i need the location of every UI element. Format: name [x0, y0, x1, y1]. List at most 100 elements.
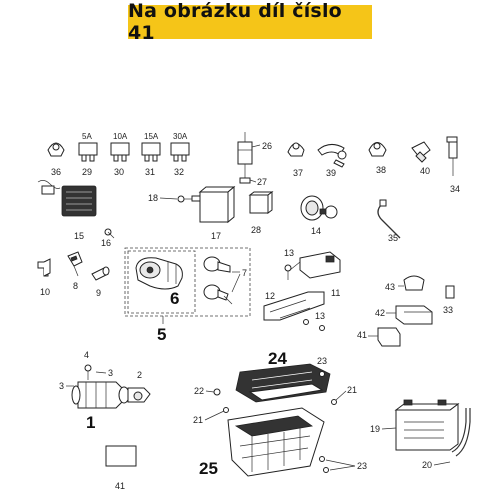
label-38: 38 [376, 165, 386, 175]
part-12-bracket[interactable] [263, 291, 325, 321]
part-17-relay[interactable] [191, 185, 236, 224]
part-18-screw[interactable] [177, 195, 192, 203]
label-25: 25 [199, 459, 218, 478]
label-28: 28 [251, 225, 261, 235]
part-37-clamp[interactable] [287, 142, 305, 157]
fuse-rating-32: 30A [173, 132, 188, 141]
fuse-rating-29: 5A [82, 132, 92, 141]
label-9: 9 [96, 288, 101, 298]
label-18: 18 [148, 193, 158, 203]
label-3-lower: 3 [59, 381, 64, 391]
part-21-bolt-right[interactable] [331, 399, 337, 405]
label-1: 1 [86, 413, 95, 432]
label-31: 31 [145, 167, 155, 177]
label-35: 35 [388, 233, 398, 243]
group-5-frame [124, 247, 251, 317]
part-23-bolt-upper[interactable] [319, 371, 325, 387]
banner-text: Na obrázku díl číslo 41 [128, 0, 342, 44]
label-17: 17 [211, 231, 221, 241]
label-43: 43 [385, 282, 395, 292]
group-6-frame [127, 250, 196, 314]
part-32-fuse-30a[interactable] [170, 142, 190, 162]
label-2: 2 [137, 370, 142, 380]
label-15: 15 [74, 231, 84, 241]
label-22: 22 [194, 386, 204, 396]
part-8-switch[interactable] [67, 251, 83, 277]
part-20-strap[interactable] [451, 408, 471, 457]
label-21-right: 21 [347, 385, 357, 395]
label-13-upper: 13 [284, 248, 294, 258]
part-35-cable-tie[interactable] [377, 199, 401, 239]
label-11: 11 [331, 288, 340, 298]
label-32: 32 [174, 167, 184, 177]
label-23-lower: 23 [357, 461, 367, 471]
label-21-left: 21 [193, 415, 203, 425]
part-4-screw[interactable] [84, 364, 92, 380]
part-22-bolt[interactable] [213, 388, 221, 396]
part-39-bracket[interactable] [317, 144, 347, 168]
label-10: 10 [40, 287, 50, 297]
label-42: 42 [375, 308, 385, 318]
part-40-clip[interactable] [411, 141, 431, 163]
part-13-screw-upper[interactable] [284, 264, 292, 280]
part-15-regulator[interactable] [37, 180, 97, 217]
part-19-battery[interactable] [394, 399, 460, 451]
label-16: 16 [101, 238, 111, 248]
label-5: 5 [157, 325, 166, 344]
label-34: 34 [450, 184, 460, 194]
part-25-battery-box[interactable] [227, 407, 325, 477]
part-21-bolt-left[interactable] [223, 407, 229, 413]
part-31-fuse-15a[interactable] [141, 142, 161, 162]
part-9-plug[interactable] [91, 266, 110, 281]
part-41-holder[interactable] [377, 327, 401, 347]
part-36-clamp[interactable] [47, 142, 65, 157]
label-7: 7 [242, 268, 247, 278]
label-6: 6 [170, 289, 179, 308]
part-29-fuse-5a[interactable] [78, 142, 98, 162]
label-19: 19 [370, 424, 380, 434]
label-27: 27 [257, 177, 267, 187]
part-1-starter-motor[interactable] [71, 381, 130, 409]
label-8: 8 [73, 281, 78, 291]
label-41: 41 [357, 330, 367, 340]
label-4: 4 [84, 350, 89, 360]
part-28-relay[interactable] [248, 191, 274, 214]
part-26-connector[interactable] [237, 132, 253, 178]
part-16-bolt[interactable] [104, 228, 115, 239]
part-42-holder[interactable] [395, 305, 433, 325]
part-2-end-cover[interactable] [127, 387, 151, 403]
part-10-bracket[interactable] [37, 258, 51, 277]
fuse-rating-30: 10A [113, 132, 128, 141]
label-24: 24 [268, 349, 287, 368]
label-40: 40 [420, 166, 430, 176]
part-13-screw-lower[interactable] [303, 319, 325, 331]
part-30-fuse-10a[interactable] [110, 142, 130, 162]
label-33: 33 [443, 305, 453, 315]
part-24-battery-cover[interactable] [235, 363, 331, 403]
label-3-upper: 3 [108, 368, 113, 378]
label-12: 12 [265, 291, 275, 301]
part-6-ignition-switch[interactable] [135, 257, 183, 290]
title-banner: Na obrázku díl číslo 41 [128, 0, 372, 44]
part-33-tag[interactable] [445, 285, 455, 299]
label-30: 30 [114, 167, 124, 177]
label-29: 29 [82, 167, 92, 177]
part-41-label-sticker[interactable] [105, 445, 137, 467]
label-20: 20 [422, 460, 432, 470]
part-11-seat-lock[interactable] [289, 251, 341, 279]
part-27-clip[interactable] [239, 177, 251, 184]
label-39: 39 [326, 168, 336, 178]
label-23-upper: 23 [317, 356, 327, 366]
part-14-fuel-cap-lock[interactable] [300, 195, 338, 221]
part-38-clamp[interactable] [368, 142, 387, 157]
label-26: 26 [262, 141, 272, 151]
part-43-clip[interactable] [403, 275, 425, 291]
label-14: 14 [311, 226, 321, 236]
part-23-bolt-lower[interactable] [319, 456, 329, 473]
fuse-rating-31: 15A [144, 132, 159, 141]
part-34-sensor[interactable] [446, 136, 458, 176]
label-36: 36 [51, 167, 61, 177]
label-13-lower: 13 [315, 311, 325, 321]
part-7-lock-set[interactable] [203, 256, 233, 305]
